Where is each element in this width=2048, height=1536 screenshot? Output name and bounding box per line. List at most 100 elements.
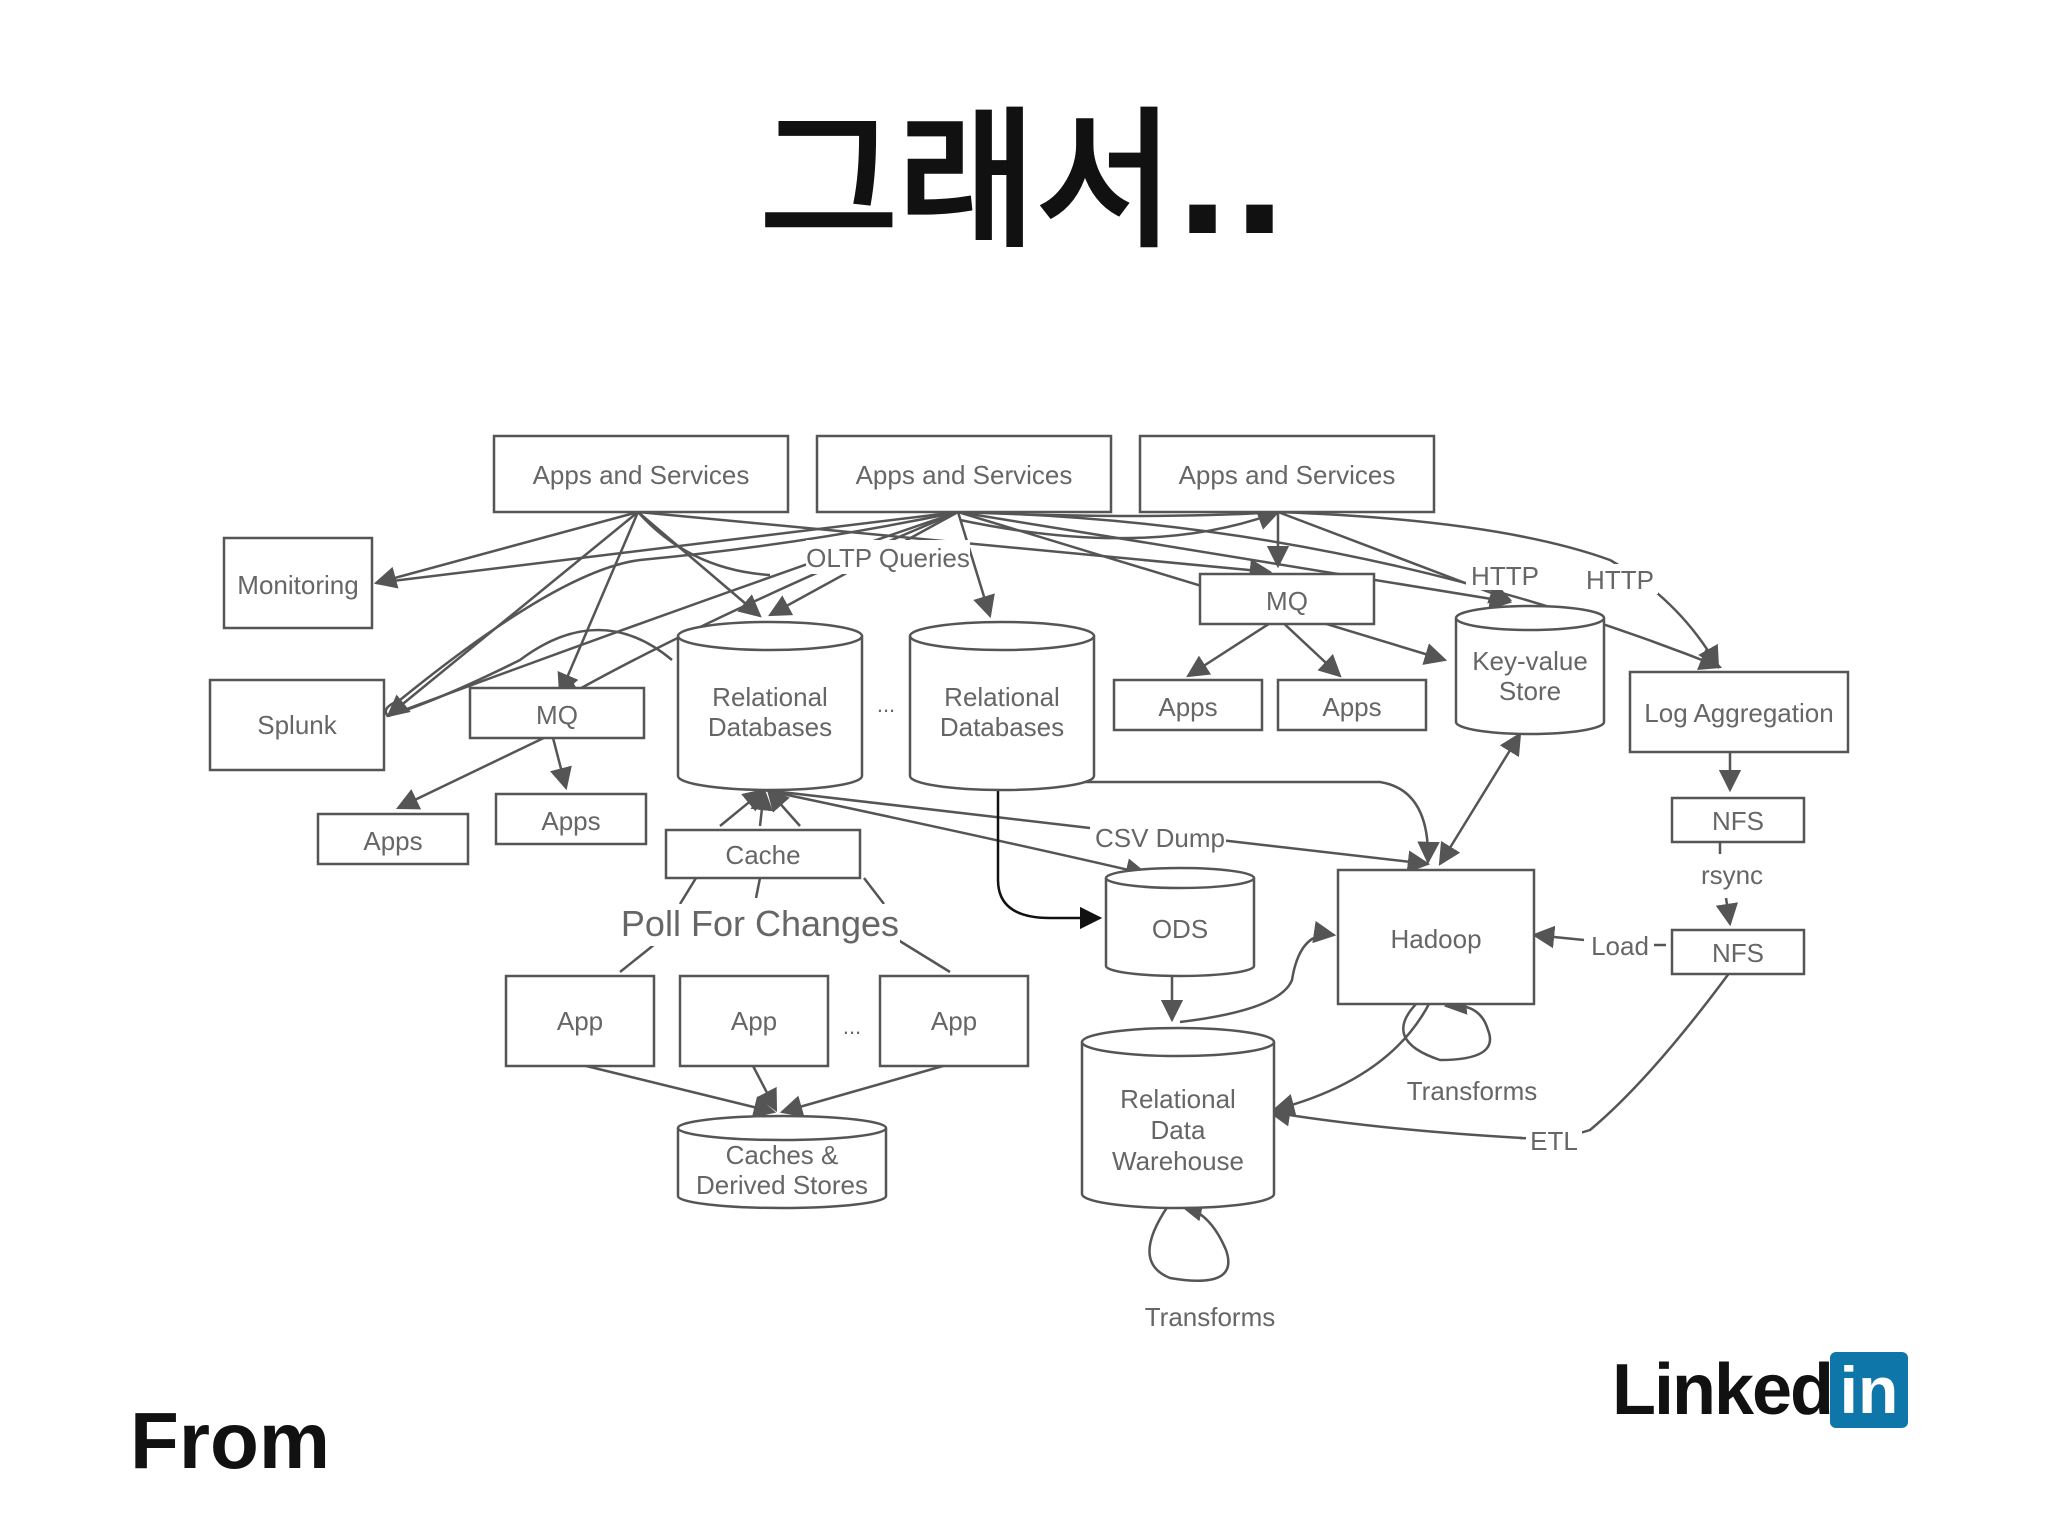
cyl-caches-derived [676,1114,888,1210]
edge [637,511,762,618]
label-app-1: App [557,1006,603,1036]
label-key-value-line1: Key-value [1472,646,1588,676]
edge-label-oltp: OLTP Queries [806,543,970,573]
label-nfs-1: NFS [1712,806,1764,836]
label-warehouse-line3: Warehouse [1112,1146,1244,1176]
edge [1267,1104,1523,1140]
box-cache [664,828,862,880]
edge [957,510,1723,670]
box-apps-services-3 [1138,434,1436,514]
edge [957,510,1513,610]
edge [863,877,885,905]
edge-label-bgs [620,540,1768,1154]
edge [959,508,1281,540]
label-apps-c: Apps [1158,692,1217,722]
label-cache: Cache [725,840,800,870]
label-apps-services-3: Apps and Services [1179,460,1396,490]
edge [375,510,959,585]
label-warehouse-line2: Data [1151,1115,1206,1145]
boxes [208,434,1850,1068]
edge [1531,925,1585,949]
box-mq-left [468,686,646,740]
edge [754,877,762,899]
box-apps-services-2 [815,434,1113,514]
label-warehouse-line1: Relational [1120,1084,1236,1114]
cylinders [676,604,1606,1210]
box-log-aggregation [1628,670,1850,754]
box-apps-c [1112,678,1264,732]
edge [1179,920,1337,1024]
label-app-2: App [731,1006,777,1036]
box-mq-right [1198,572,1376,626]
edge [1277,510,1720,669]
label-apps-services-2: Apps and Services [856,460,1073,490]
label-caches-derived-line1: Caches & [726,1140,839,1170]
box-hadoop [1336,868,1536,1006]
label-apps-a: Apps [363,826,422,856]
box-apps-a [316,812,470,866]
label-apps-services-1: Apps and Services [533,460,750,490]
edge-label-load: Load [1591,931,1649,961]
box-app-3 [878,974,1030,1068]
edge [1715,897,1739,927]
label-app-3: App [931,1006,977,1036]
edge [387,510,959,718]
label-mq-left: MQ [536,700,578,730]
edge [1271,1001,1432,1116]
label-reldb-1-line1: Relational [712,682,828,712]
edge-label-csv-dump: CSV Dump [1095,823,1225,853]
label-apps-d: Apps [1322,692,1381,722]
label-ellipsis-db: ... [877,692,895,717]
edge [1148,1199,1230,1282]
label-mq-right: MQ [1266,586,1308,616]
edge [637,511,771,577]
edge [779,1062,951,1118]
box-splunk [208,678,386,772]
label-ellipsis-app: ... [843,1014,861,1039]
box-nfs-1 [1670,796,1806,844]
edge [678,877,698,905]
edge [1277,617,1342,678]
label-key-value-line2: Store [1499,676,1561,706]
cyl-reldb-1 [676,620,864,792]
edge-label-etl: ETL [1530,1126,1578,1156]
edge-reldb-to-ods [996,784,1103,930]
edge [956,511,995,619]
edge-label-rsync: rsync [1701,860,1763,890]
edge [395,732,553,810]
label-monitoring: Monitoring [237,570,358,600]
cyl-key-value [1454,604,1606,736]
edge-label-transforms-2: Transforms [1145,1302,1276,1332]
label-reldb-2-line1: Relational [944,682,1060,712]
edge [1402,992,1492,1062]
edge [763,788,1091,830]
box-monitoring [222,536,374,630]
box-nfs-2 [1670,928,1806,976]
box-apps-b [494,792,648,846]
edge [1519,971,1732,1140]
edge [386,511,639,718]
from-label: From [130,1396,330,1485]
edge [387,628,673,718]
slide-title: 그래서.. [760,95,1288,269]
label-ods: ODS [1152,914,1208,944]
label-caches-derived-line2: Derived Stores [696,1170,868,1200]
edge [750,787,773,827]
edge [1219,838,1431,873]
box-app-2 [678,974,830,1068]
cyl-warehouse [1080,1026,1276,1210]
edge-label-poll: Poll For Changes [621,903,899,944]
edge [766,788,801,827]
logo-word: Linked [1612,1350,1834,1430]
box-apps-d [1276,678,1428,732]
logo-box: in [1830,1352,1908,1428]
edge [719,788,766,827]
label-log-aggregation: Log Aggregation [1644,698,1833,728]
cyl-ods [1104,866,1256,978]
edge [373,510,639,589]
edge [1438,732,1522,866]
edge [763,788,1149,881]
label-hadoop: Hadoop [1390,924,1481,954]
label-reldb-2-line2: Databases [940,712,1064,742]
label-reldb-1-line2: Databases [708,712,832,742]
